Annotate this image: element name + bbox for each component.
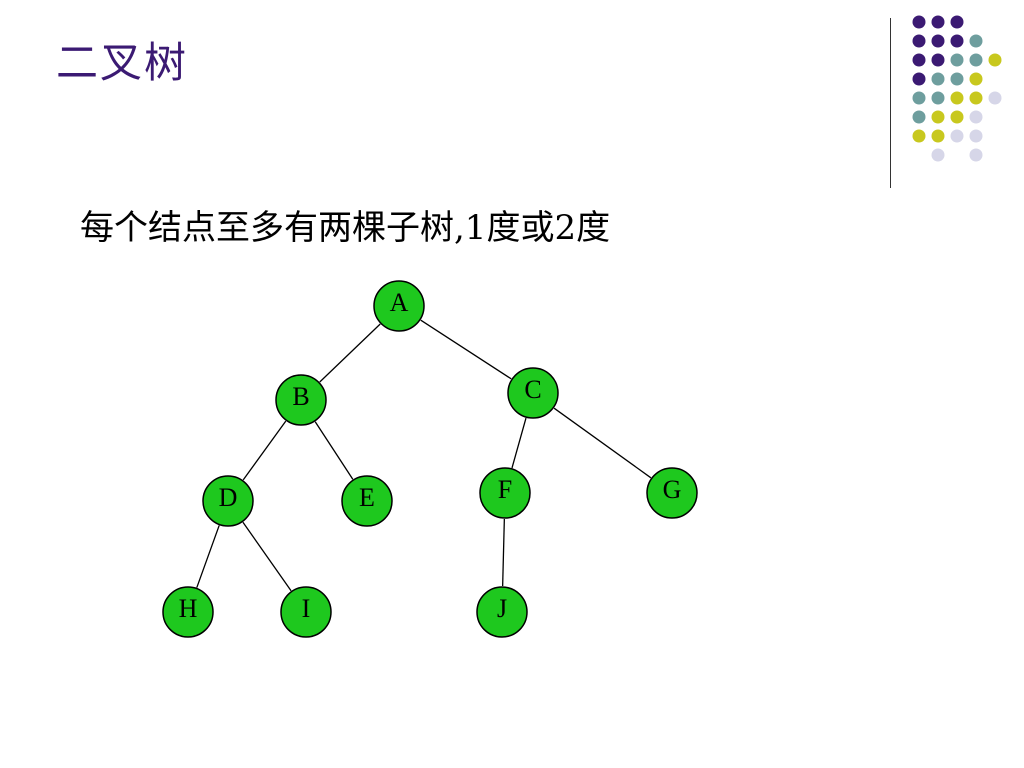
tree-node-C: C (507, 367, 559, 419)
decorative-dot (950, 110, 964, 124)
tree-edge-A-B (319, 323, 381, 383)
tree-node-label: G (663, 475, 682, 504)
tree-node-circle (646, 467, 698, 519)
decorative-dot (969, 72, 983, 86)
tree-node-circle (341, 475, 393, 527)
decorative-dot (912, 34, 926, 48)
tree-edge-A-C (420, 319, 512, 380)
decorative-dot (931, 53, 945, 67)
decorative-dot (912, 129, 926, 143)
decorative-dot (912, 53, 926, 67)
tree-node-circle (476, 586, 528, 638)
decorative-dot (969, 34, 983, 48)
decorative-dot (969, 110, 983, 124)
tree-node-label: F (498, 475, 512, 504)
decorative-dot (931, 148, 945, 162)
tree-edge-D-H (196, 525, 220, 588)
tree-node-circle (202, 475, 254, 527)
decorative-dot (950, 129, 964, 143)
decorative-dot (912, 72, 926, 86)
decorative-dot (969, 148, 983, 162)
tree-edge-D-I (242, 521, 292, 592)
decorative-dot (950, 53, 964, 67)
tree-node-circle (373, 280, 425, 332)
decorative-dot (931, 15, 945, 29)
decorative-dot (950, 15, 964, 29)
tree-node-E: E (341, 475, 393, 527)
tree-node-B: B (275, 374, 327, 426)
tree-node-label: D (219, 483, 238, 512)
tree-node-label: E (359, 483, 375, 512)
tree-node-label: C (524, 375, 541, 404)
tree-node-label: J (497, 594, 507, 623)
tree-node-A: A (373, 280, 425, 332)
decorative-dot (912, 110, 926, 124)
tree-node-circle (162, 586, 214, 638)
tree-node-label: A (390, 288, 409, 317)
tree-node-J: J (476, 586, 528, 638)
decorative-dot (969, 53, 983, 67)
decorative-dot-grid (912, 15, 1002, 162)
tree-node-label: H (179, 594, 198, 623)
tree-node-circle (275, 374, 327, 426)
tree-node-I: I (280, 586, 332, 638)
tree-node-circle (479, 467, 531, 519)
tree-node-H: H (162, 586, 214, 638)
tree-node-label: B (292, 382, 309, 411)
decorative-dot (950, 91, 964, 105)
tree-edge-B-E (314, 421, 354, 480)
tree-node-circle (507, 367, 559, 419)
tree-node-G: G (646, 467, 698, 519)
decorative-dot (931, 34, 945, 48)
decorative-dot (931, 72, 945, 86)
decorative-dot (950, 34, 964, 48)
slide-title: 二叉树 (56, 38, 189, 87)
decorative-dot (931, 91, 945, 105)
tree-edge-C-F (511, 417, 527, 469)
tree-node-circle (280, 586, 332, 638)
decorative-dot (969, 91, 983, 105)
divider-line (890, 18, 891, 188)
tree-edge-C-G (553, 407, 652, 479)
tree-edge-B-D (242, 420, 287, 481)
tree-node-D: D (202, 475, 254, 527)
decorative-dot (969, 129, 983, 143)
decorative-dot (931, 110, 945, 124)
tree-node-label: I (302, 594, 311, 623)
tree-edge-F-J (502, 518, 505, 587)
decorative-dot (912, 91, 926, 105)
decorative-dot (931, 129, 945, 143)
decorative-dot (988, 91, 1002, 105)
tree-node-F: F (479, 467, 531, 519)
decorative-dot (988, 53, 1002, 67)
slide-subtitle: 每个结点至多有两棵子树,1度或2度 (80, 208, 611, 248)
decorative-dot (950, 72, 964, 86)
decorative-dot (912, 15, 926, 29)
